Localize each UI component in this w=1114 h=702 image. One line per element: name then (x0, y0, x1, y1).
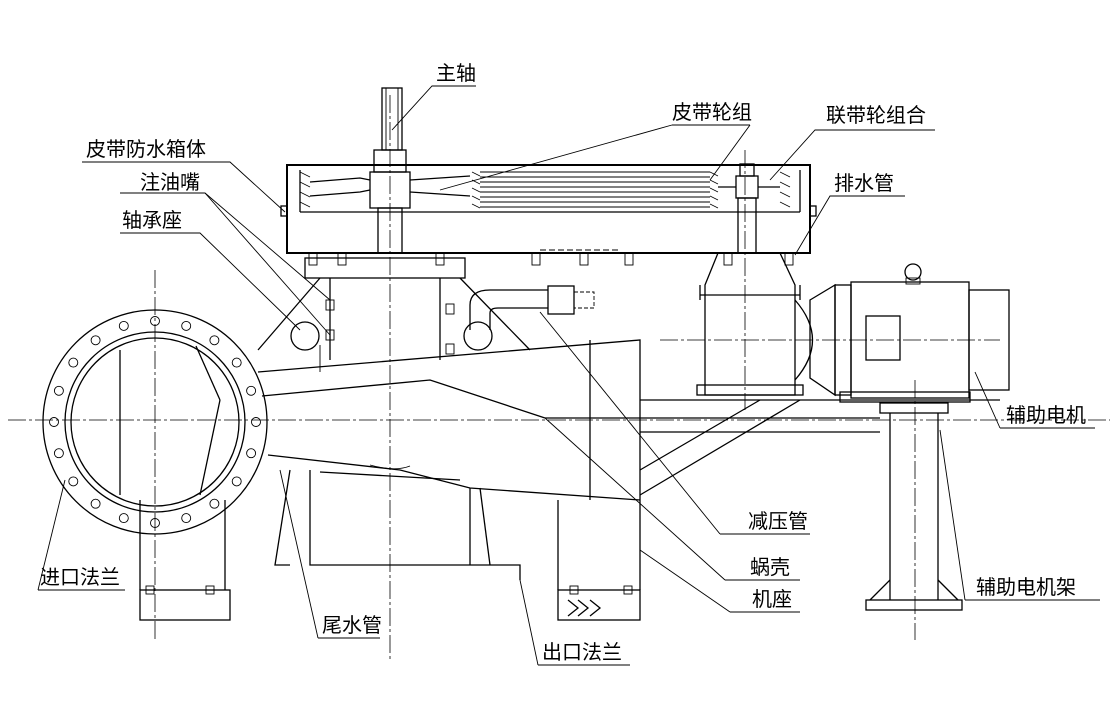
callout-labels: 主轴 皮带轮组 联带轮组合 皮带防水箱体 注油嘴 排水管 轴承座 辅助电机 减压… (40, 61, 1086, 664)
bolt-hole (118, 320, 129, 331)
auxiliary-motor-frame-part (639, 399, 1000, 611)
label-coupling-pulley-assembly: 联带轮组合 (826, 103, 926, 127)
label-inlet-flange: 进口法兰 (40, 565, 120, 589)
main-shaft-part (381, 87, 403, 151)
label-draft-tube: 尾水管 (322, 613, 382, 637)
label-drain-pipe: 排水管 (834, 171, 894, 195)
label-belt-waterproof-box: 皮带防水箱体 (86, 137, 206, 161)
belts (480, 171, 710, 208)
bolt-hole (181, 513, 192, 524)
inlet-flange-part (42, 309, 268, 535)
bolt-hole (231, 476, 242, 487)
bolt-hole (118, 513, 129, 524)
label-main-shaft: 主轴 (436, 61, 476, 85)
label-belt-pulley-group: 皮带轮组 (672, 100, 752, 124)
bolt-hole (251, 417, 261, 427)
bolt-hole (181, 320, 192, 331)
label-outlet-flange: 出口法兰 (542, 640, 622, 664)
bolt-hole (209, 498, 220, 509)
label-bearing-seat: 轴承座 (122, 208, 182, 232)
box-bolts (308, 252, 794, 266)
bolt-hole (90, 335, 101, 346)
gearbox-housing (696, 252, 814, 396)
bolt-hole (246, 385, 257, 396)
bolt-hole (49, 417, 59, 427)
bolt-hole (53, 385, 64, 396)
bolt-hole (246, 448, 257, 459)
flange-bolt-holes (49, 316, 261, 528)
label-auxiliary-motor: 辅助电机 (1006, 403, 1086, 427)
bolt-hole (53, 448, 64, 459)
label-oil-nozzle: 注油嘴 (140, 170, 200, 194)
bolt-hole (150, 316, 160, 326)
machine-base-part (139, 469, 641, 621)
label-auxiliary-motor-frame: 辅助电机架 (976, 575, 1076, 599)
belt-box (280, 149, 817, 266)
leader-lines (37, 85, 1100, 666)
auxiliary-motor-part (809, 263, 1010, 403)
bolt-hole (90, 498, 101, 509)
volute-body (257, 339, 641, 550)
label-volute: 蜗壳 (750, 555, 790, 579)
bolt-hole (68, 476, 79, 487)
bearing-seat-block (257, 257, 595, 360)
label-machine-base: 机座 (752, 587, 792, 611)
bolt-hole (209, 335, 220, 346)
bolt-hole (68, 357, 79, 368)
bolt-hole (150, 518, 160, 528)
bolt-hole (231, 357, 242, 368)
label-pressure-relief-pipe: 减压管 (748, 509, 808, 533)
